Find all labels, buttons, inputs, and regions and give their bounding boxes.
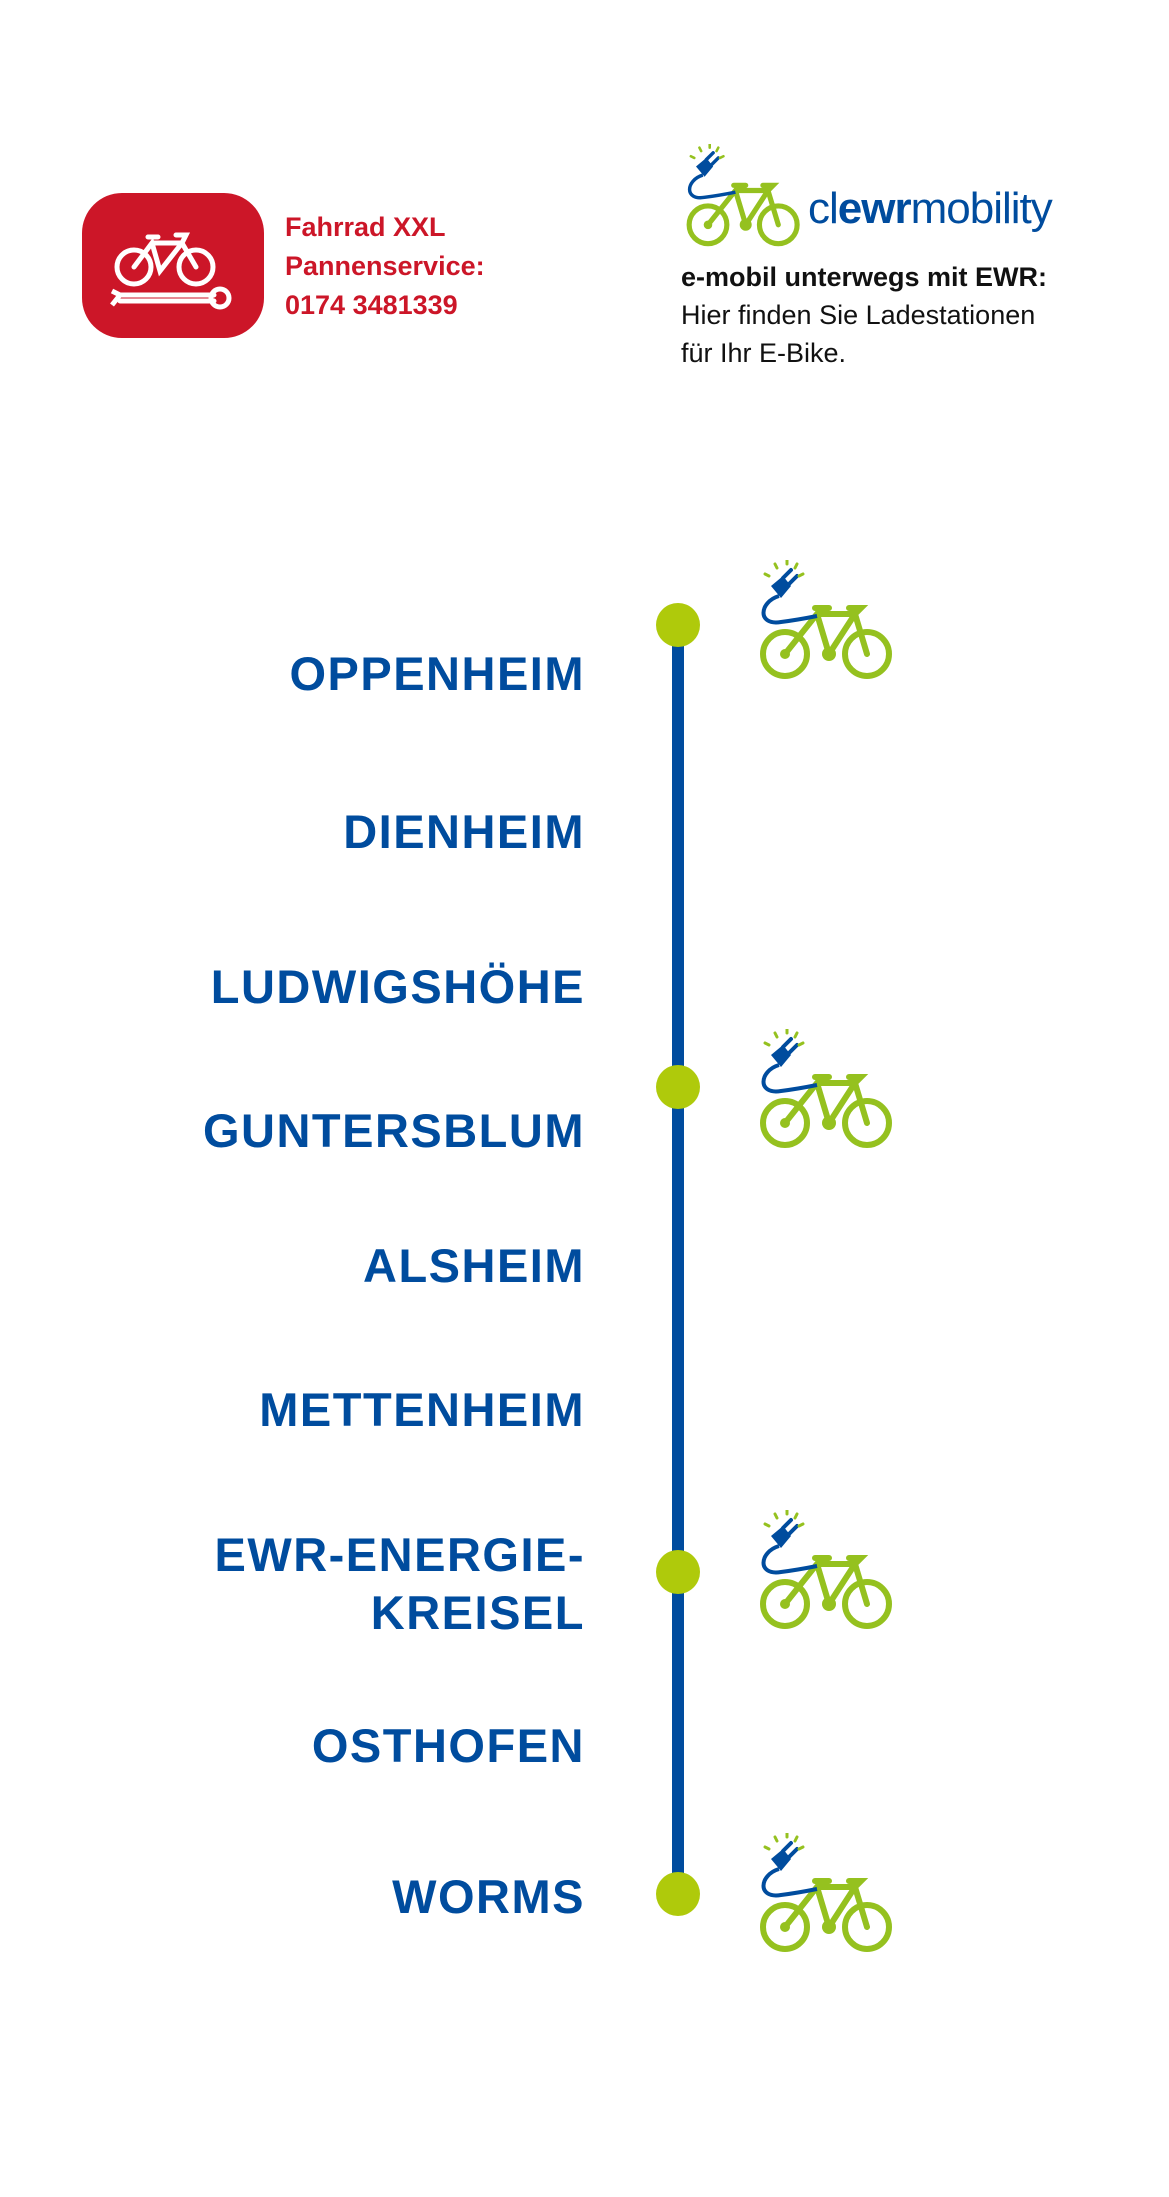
route-line bbox=[672, 625, 684, 1894]
stop-label-ewr-energie-kreisel: EWR-ENERGIE- KREISEL bbox=[215, 1526, 586, 1642]
stop-label-guntersblum: GUNTERSBLUM bbox=[202, 1104, 585, 1157]
service-name: Fahrrad XXL bbox=[285, 212, 446, 242]
service-label: Pannenservice: bbox=[285, 251, 485, 281]
info-headline: e-mobil unterwegs mit EWR: bbox=[681, 262, 1048, 292]
stop-label-oppenheim: OPPENHEIM bbox=[289, 647, 585, 700]
bicycle-wrench-icon bbox=[110, 232, 232, 310]
clewrmobility-logo: clewrmobility bbox=[684, 144, 1064, 249]
service-phone[interactable]: 0174 3481339 bbox=[285, 290, 458, 320]
stop-label-mettenheim: METTENHEIM bbox=[259, 1383, 585, 1436]
charging-stop-dot bbox=[656, 1065, 700, 1109]
charging-stop-dot bbox=[656, 1872, 700, 1916]
stop-label-line: EWR-ENERGIE- bbox=[214, 1528, 585, 1581]
breakdown-service-text: Fahrrad XXL Pannenservice: 0174 3481339 bbox=[285, 208, 485, 325]
charging-info: e-mobil unterwegs mit EWR: Hier finden S… bbox=[681, 258, 1047, 372]
stop-label-ludwigshoehe: LUDWIGSHÖHE bbox=[210, 960, 585, 1013]
e-bike-charging-icon bbox=[757, 1833, 897, 1955]
stop-label-osthofen: OSTHOFEN bbox=[311, 1719, 585, 1772]
stop-label-alsheim: ALSHEIM bbox=[363, 1239, 585, 1292]
stop-label-dienheim: DIENHEIM bbox=[343, 805, 585, 858]
e-bike-charging-icon bbox=[757, 1029, 897, 1151]
e-bike-charging-icon bbox=[757, 560, 897, 682]
charging-stop-dot bbox=[656, 1550, 700, 1594]
stop-label-line: KREISEL bbox=[370, 1586, 585, 1639]
stop-label-worms: WORMS bbox=[392, 1870, 585, 1923]
breakdown-service-badge bbox=[82, 193, 264, 338]
brand-wordmark: clewrmobility bbox=[808, 184, 1053, 233]
info-line: für Ihr E-Bike. bbox=[681, 338, 847, 368]
e-bike-plug-icon bbox=[684, 144, 804, 249]
info-line: Hier finden Sie Ladestationen bbox=[681, 300, 1036, 330]
e-bike-charging-icon bbox=[757, 1510, 897, 1632]
charging-stop-dot bbox=[656, 603, 700, 647]
